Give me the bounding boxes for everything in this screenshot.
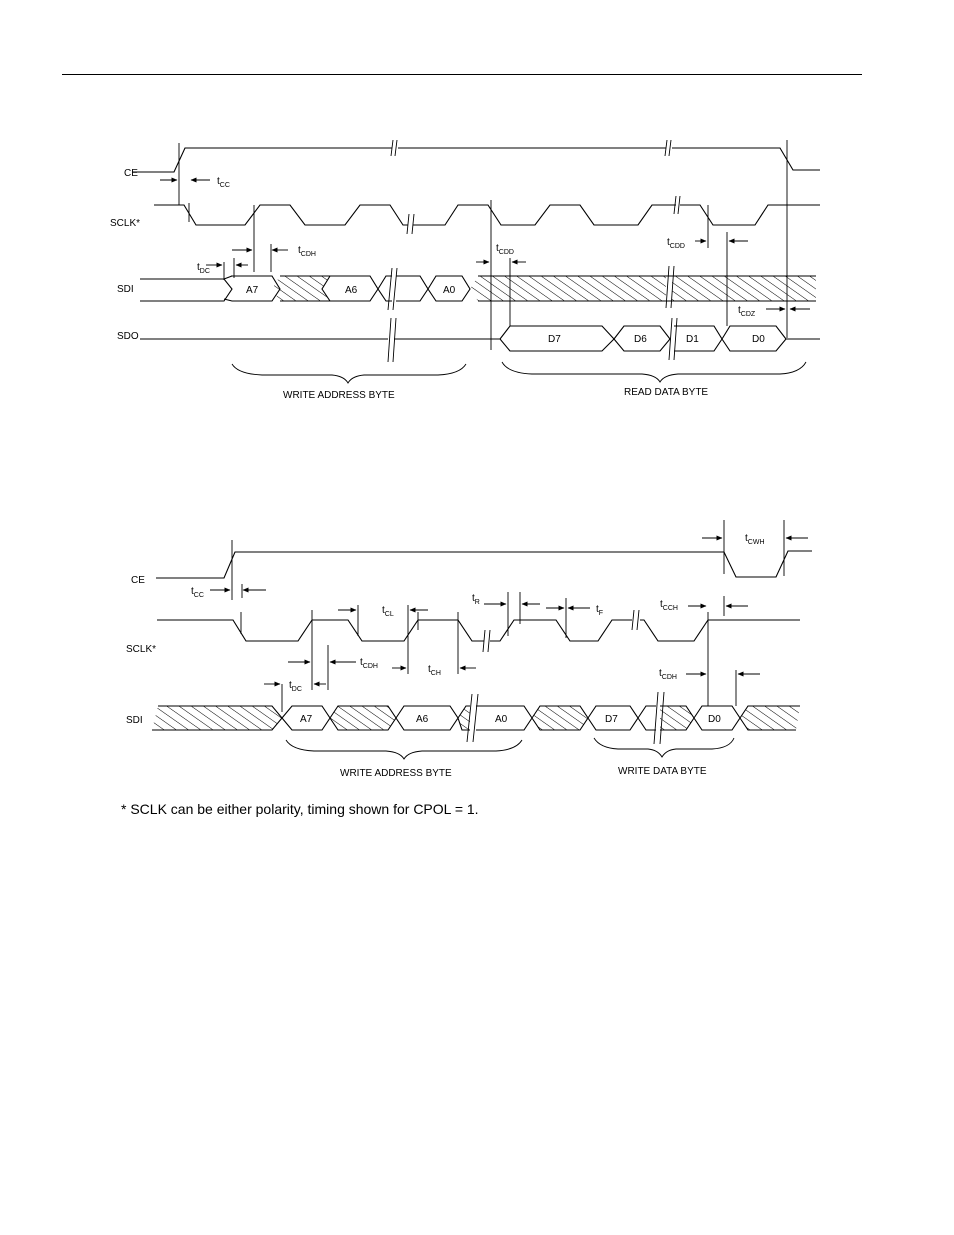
bit-a6-read: A6 (345, 285, 358, 296)
tch-label: tCH (428, 664, 441, 677)
bit-a0-write: A0 (495, 714, 508, 725)
write-timing-diagram: CE SCLK* SDI A7 A6 A0 (126, 520, 812, 779)
bit-d1-read: D1 (686, 334, 699, 345)
bit-a7-write: A7 (300, 714, 313, 725)
bit-d0-read: D0 (752, 334, 765, 345)
tcdd-label-read-2: tCDD (667, 237, 685, 250)
tcwh-label: tCWH (745, 533, 765, 546)
bit-d0-write: D0 (708, 714, 721, 725)
ce-label: CE (124, 168, 138, 179)
bit-a6-write: A6 (416, 714, 429, 725)
caption-write-address-write: WRITE ADDRESS BYTE (340, 768, 452, 779)
sdo-waveform (140, 326, 820, 351)
write-data-brace (594, 738, 734, 757)
write-address-brace-read (232, 364, 466, 383)
caption-read-data: READ DATA BYTE (624, 387, 708, 398)
sdo-label: SDO (117, 331, 139, 342)
sclk-label: SCLK* (110, 218, 140, 229)
tr-label: tR (472, 593, 480, 606)
ce-label-2: CE (131, 575, 145, 586)
ce-waveform-2 (156, 551, 812, 578)
sclk-waveform-2 (157, 620, 800, 641)
read-data-brace (502, 362, 806, 382)
bit-a0-read: A0 (443, 285, 456, 296)
tcl-label: tCL (382, 605, 394, 618)
sdi-label: SDI (117, 284, 134, 295)
read-timing-diagram: CE SCLK* SDI SDO A7 A6 A0 D7 D6 D1 (110, 140, 820, 401)
bit-d6-read: D6 (634, 334, 647, 345)
tcc-label-read: tCC (217, 176, 230, 189)
tdc-label-write: tDC (289, 680, 302, 693)
bit-d7-write: D7 (605, 714, 618, 725)
tf-label: tF (596, 604, 603, 617)
footnote: * SCLK can be either polarity, timing sh… (121, 801, 479, 817)
tcdd-label-read-1: tCDD (496, 243, 514, 256)
tcdz-label-read: tCDZ (738, 305, 756, 318)
tcdh-label-write-2: tCDH (659, 668, 677, 681)
tcc-label-write: tCC (191, 586, 204, 599)
caption-write-address-read: WRITE ADDRESS BYTE (283, 390, 395, 401)
tcch-label: tCCH (660, 599, 678, 612)
bit-a7-read: A7 (246, 285, 259, 296)
caption-write-data: WRITE DATA BYTE (618, 766, 707, 777)
write-address-brace-write (286, 740, 522, 759)
bit-d7-read: D7 (548, 334, 561, 345)
tcdh-label-read: tCDH (298, 245, 316, 258)
tcdh-label-write-1: tCDH (360, 657, 378, 670)
sclk-label-2: SCLK* (126, 644, 156, 655)
ce-waveform (132, 148, 820, 172)
sdi-label-2: SDI (126, 715, 143, 726)
tdc-label-read: tDC (197, 262, 210, 275)
